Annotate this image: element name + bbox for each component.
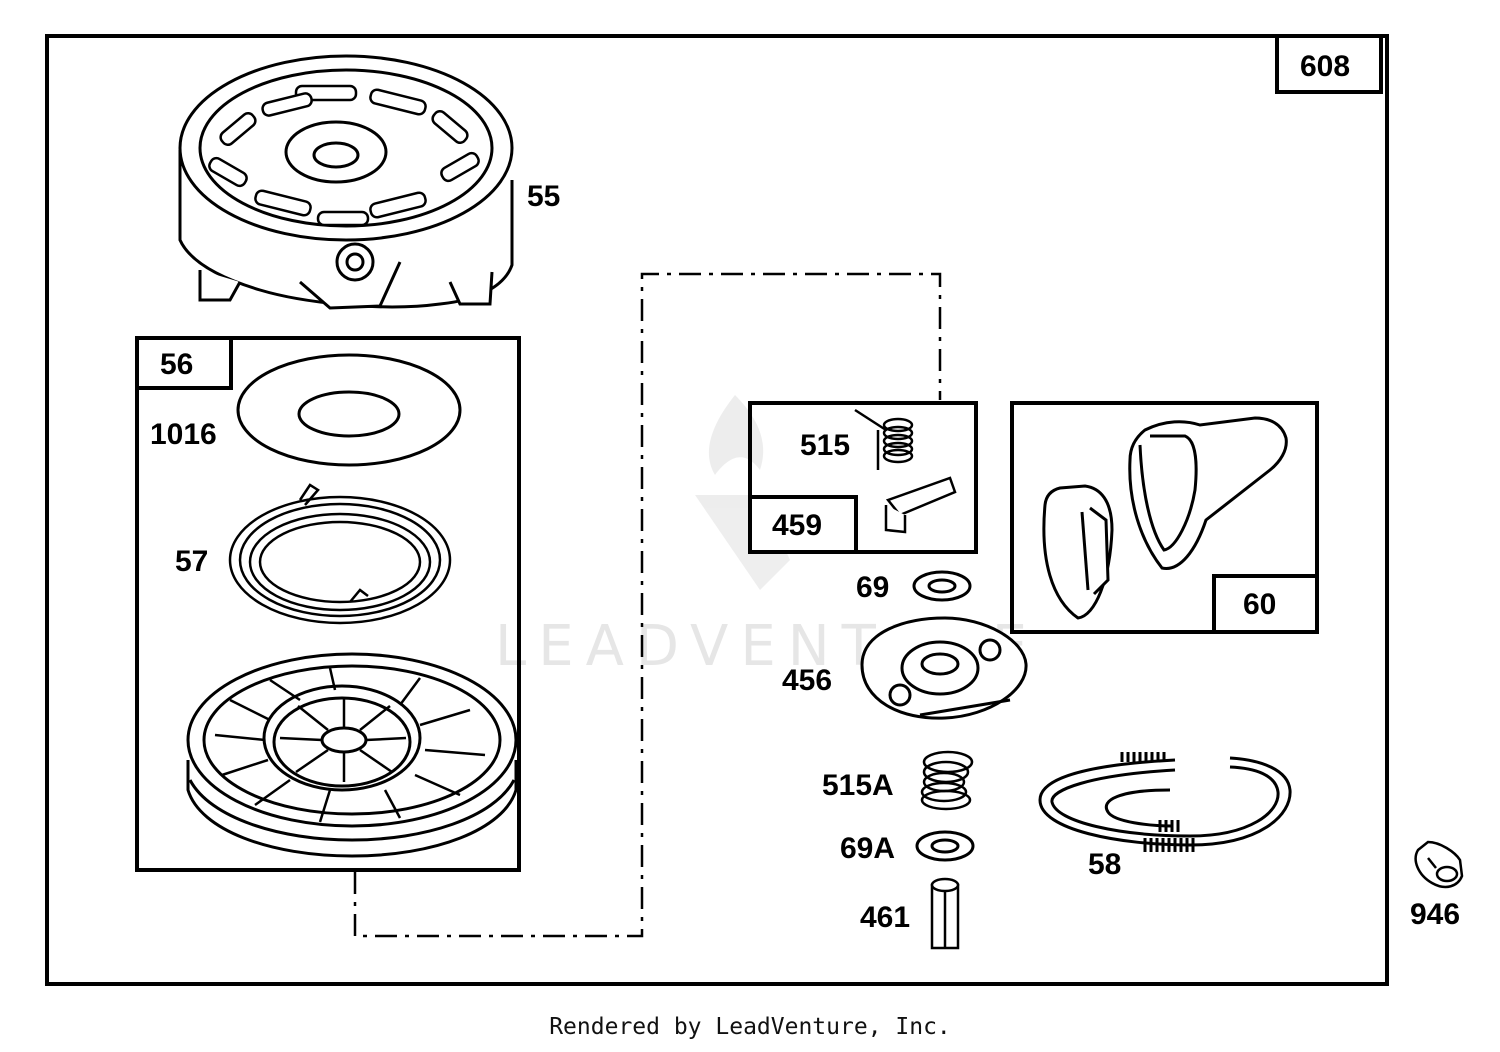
pulley-kit-label-box [135,336,233,390]
dog-kit-box [748,401,978,554]
part-label-69a: 69A [840,832,895,865]
handle-kit-label-box [1212,574,1319,634]
handle-drawing [1042,416,1288,620]
assembly-number-box [1275,34,1383,94]
assembly-number-label: 608 [1300,50,1350,83]
footer-credit: Rendered by LeadVenture, Inc. [549,1014,951,1040]
handle-kit-box [1010,401,1319,634]
outer-frame [45,34,1389,986]
connector-lines [353,272,942,938]
watermark-logo [695,395,790,590]
spring-57-drawing [228,483,452,625]
part-label-946: 946 [1410,898,1460,931]
part-label-56: 56 [160,348,193,381]
part-label-57: 57 [175,545,208,578]
part-label-515: 515 [800,429,850,462]
pulley-kit-box [135,336,521,872]
part-label-55: 55 [527,180,560,213]
rope-58-drawing [1038,752,1292,852]
part-label-69: 69 [856,571,889,604]
part-label-1016: 1016 [150,418,217,451]
part-label-58: 58 [1088,848,1121,881]
spring-515a-drawing [920,750,974,811]
clip-946-drawing [1414,840,1464,889]
dog-kit-label-box [748,495,858,554]
washer-69a-drawing [915,830,975,862]
pin-461-drawing [930,877,960,950]
rewind-housing-drawing [178,54,514,310]
dog-drawing [884,476,957,534]
part-label-461: 461 [860,901,910,934]
retainer-456-drawing [860,616,1028,720]
part-label-515a: 515A [822,769,894,802]
washer-69-drawing [912,570,972,602]
ratchet-spring-515-drawing [854,408,914,470]
part-label-459: 459 [772,509,822,542]
part-label-60: 60 [1243,588,1276,621]
pulley-drawing [186,652,518,858]
washer-1016-drawing [236,353,462,467]
part-label-456: 456 [782,664,832,697]
